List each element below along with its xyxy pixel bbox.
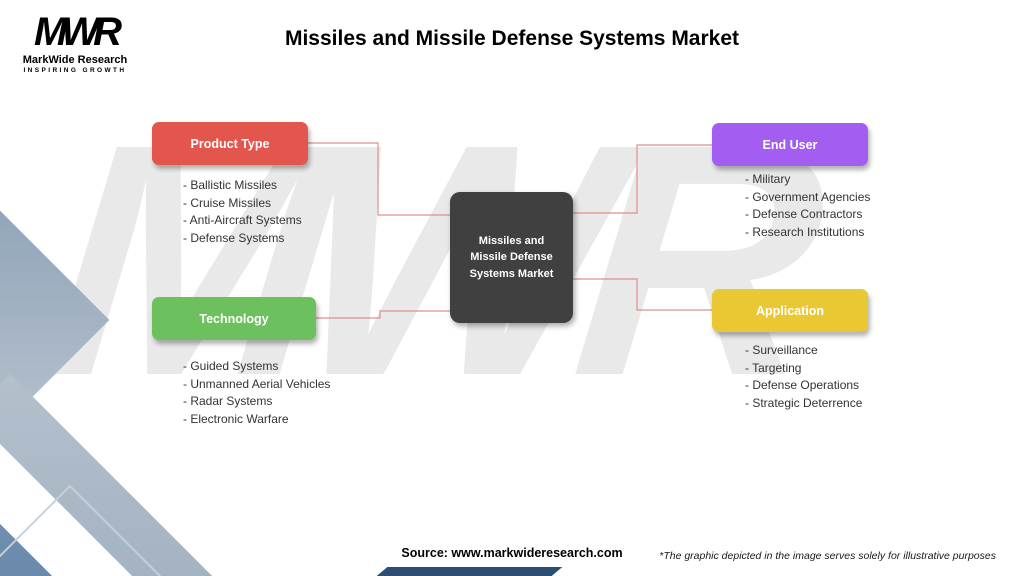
list-item: - Cruise Missiles xyxy=(183,195,272,210)
logo-name: MarkWide Research xyxy=(22,54,128,66)
logo-acronym: MWR xyxy=(34,10,122,54)
list-item: - Radar Systems xyxy=(183,394,273,409)
markwide-logo: MWR MarkWide Research Inspiring Growth xyxy=(22,12,128,74)
list-item: - Government Agencies xyxy=(745,189,871,204)
list-item: - Guided Systems xyxy=(183,359,279,373)
category-items-technology: - Guided Systems - Unmanned Aerial Vehic… xyxy=(183,358,330,428)
list-item: - Defense Operations xyxy=(745,378,860,393)
list-item: - Surveillance xyxy=(745,343,818,357)
list-item: - Defense Systems xyxy=(183,230,285,245)
list-item: - Unmanned Aerial Vehicles xyxy=(183,376,331,391)
category-header-technology: Technology xyxy=(152,297,316,340)
list-item: - Ballistic Missiles xyxy=(183,178,278,192)
category-items-application: - Surveillance - Targeting - Defense Ope… xyxy=(745,342,862,412)
category-items-end-user: - Military - Government Agencies - Defen… xyxy=(745,171,870,241)
logo-tagline: Inspiring Growth xyxy=(23,67,127,74)
page-title: Missiles and Missile Defense Systems Mar… xyxy=(284,27,740,50)
list-item: - Strategic Deterrence xyxy=(745,395,863,410)
connector-application xyxy=(573,278,712,311)
list-item: - Electronic Warfare xyxy=(183,411,289,426)
list-item: - Defense Contractors xyxy=(745,207,863,222)
connector-end-user xyxy=(573,144,712,214)
category-header-product-type: Product Type xyxy=(152,122,308,165)
category-header-application: Application xyxy=(712,289,868,332)
center-node: Missiles and Missile Defense Systems Mar… xyxy=(450,192,573,323)
connector-product-type xyxy=(308,142,450,216)
category-header-end-user: End User xyxy=(712,123,868,166)
source-text: Source: www.markwideresearch.com xyxy=(401,546,623,560)
list-item: - Anti-Aircraft Systems xyxy=(183,213,302,228)
disclaimer-text: *The graphic depicted in the image serve… xyxy=(659,550,996,562)
category-items-product-type: - Ballistic Missiles - Cruise Missiles -… xyxy=(183,177,302,247)
list-item: - Military xyxy=(745,172,791,186)
connector-technology xyxy=(316,310,450,319)
list-item: - Research Institutions xyxy=(745,224,865,239)
list-item: - Targeting xyxy=(745,360,802,375)
